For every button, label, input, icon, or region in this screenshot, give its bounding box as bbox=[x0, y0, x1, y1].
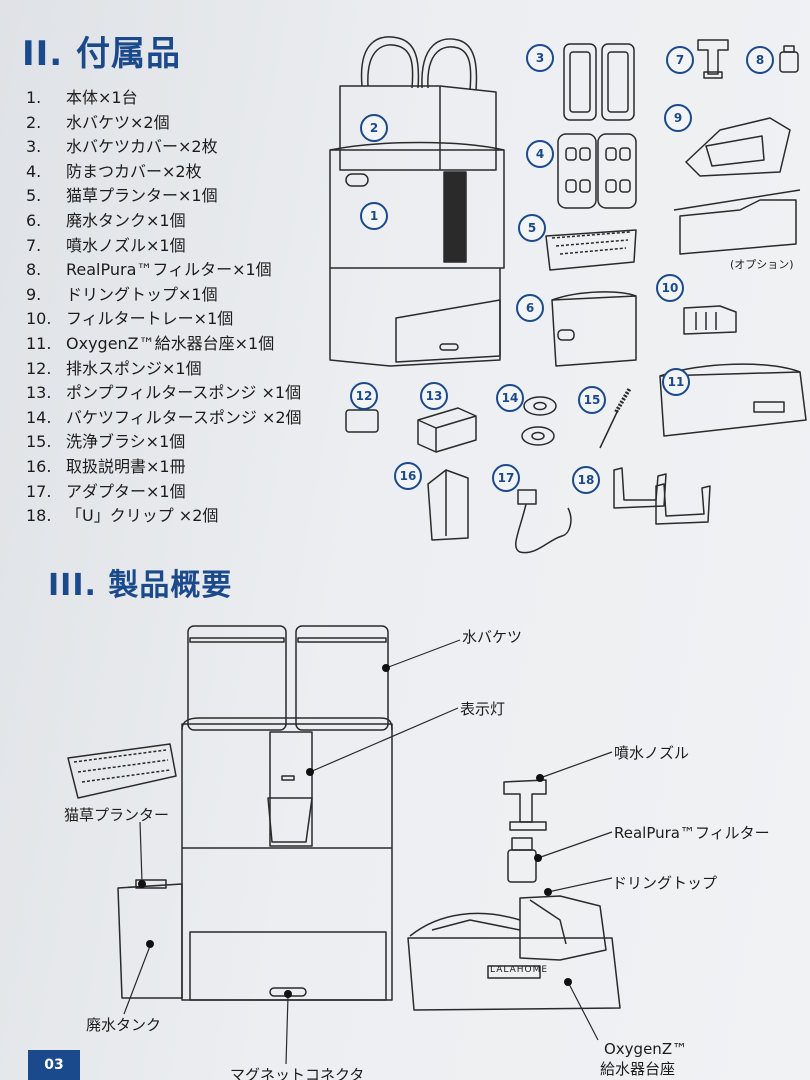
badge-18: 18 bbox=[572, 466, 600, 494]
parts-list: 1.本体×1台 2.水バケツ×2個 3.水バケツカバー×2枚 4.防まつカバー×… bbox=[26, 86, 302, 529]
overview-drawing bbox=[67, 625, 621, 1011]
badge-2: 2 bbox=[360, 114, 388, 142]
badge-12: 12 bbox=[350, 382, 378, 410]
badge-16: 16 bbox=[394, 462, 422, 490]
callout-base-line2: 給水器台座 bbox=[600, 1060, 676, 1078]
badge-6: 6 bbox=[516, 294, 544, 322]
list-item: 3.水バケツカバー×2枚 bbox=[26, 137, 218, 157]
section-title-components: II. 付属品 bbox=[22, 34, 182, 74]
callout-water-bucket: 水バケツ bbox=[462, 628, 523, 646]
list-item: 9.ドリングトップ×1個 bbox=[26, 284, 218, 304]
list-item: 16.取扱説明書×1冊 bbox=[26, 456, 186, 476]
list-item: 1.本体×1台 bbox=[26, 88, 138, 107]
list-item: 5.猫草プランター×1個 bbox=[26, 186, 218, 206]
badge-1: 1 bbox=[360, 202, 388, 230]
callout-planter: 猫草プランター bbox=[64, 806, 170, 824]
brand-label: LALAHOME bbox=[490, 965, 549, 975]
callout-nozzle: 噴水ノズル bbox=[614, 744, 690, 762]
badge-17: 17 bbox=[492, 464, 520, 492]
list-item: 7.噴水ノズル×1個 bbox=[26, 235, 186, 255]
list-item: 18.「U」クリップ ×2個 bbox=[26, 506, 219, 526]
badge-15: 15 bbox=[578, 386, 606, 414]
list-item: 11.OxygenZ™給水器台座×1個 bbox=[26, 333, 275, 353]
badge-13: 13 bbox=[420, 382, 448, 410]
badge-3: 3 bbox=[526, 44, 554, 72]
badge-4: 4 bbox=[526, 140, 554, 168]
badge-9: 9 bbox=[664, 104, 692, 132]
badge-10: 10 bbox=[656, 274, 684, 302]
callout-lines bbox=[123, 639, 613, 1065]
list-item: 15.洗浄ブラシ×1個 bbox=[26, 432, 186, 452]
page-number: 03 bbox=[28, 1050, 80, 1080]
badge-14: 14 bbox=[496, 384, 524, 412]
list-item: 2.水バケツ×2個 bbox=[26, 112, 170, 132]
list-item: 17.アダプター×1個 bbox=[26, 481, 186, 501]
list-item: 6.廃水タンク×1個 bbox=[26, 210, 186, 230]
list-item: 13.ポンプフィルタースポンジ ×1個 bbox=[26, 383, 302, 403]
badge-5: 5 bbox=[518, 214, 546, 242]
list-item: 10.フィルタートレー×1個 bbox=[26, 309, 234, 329]
main-unit-drawing bbox=[329, 36, 505, 367]
callout-filter: RealPura™フィルター bbox=[614, 824, 770, 842]
badge-7: 7 bbox=[666, 46, 694, 74]
callout-drinking-top: ドリングトップ bbox=[612, 874, 718, 892]
badge-8: 8 bbox=[746, 46, 774, 74]
callout-magnet: マグネットコネクタ bbox=[230, 1066, 365, 1080]
section-title-overview: III. 製品概要 bbox=[48, 568, 233, 603]
callout-waste-tank: 廃水タンク bbox=[86, 1016, 162, 1034]
optional-note: (オプション) bbox=[730, 258, 794, 271]
list-item: 14.バケツフィルタースポンジ ×2個 bbox=[26, 407, 302, 427]
list-item: 12.排水スポンジ×1個 bbox=[26, 358, 202, 378]
callout-indicator: 表示灯 bbox=[460, 700, 506, 718]
list-item: 4.防まつカバー×2枚 bbox=[26, 161, 202, 181]
list-item: 8.RealPura™フィルター×1個 bbox=[26, 260, 272, 280]
badge-11: 11 bbox=[662, 368, 690, 396]
callout-base-line1: OxygenZ™ bbox=[604, 1040, 688, 1058]
